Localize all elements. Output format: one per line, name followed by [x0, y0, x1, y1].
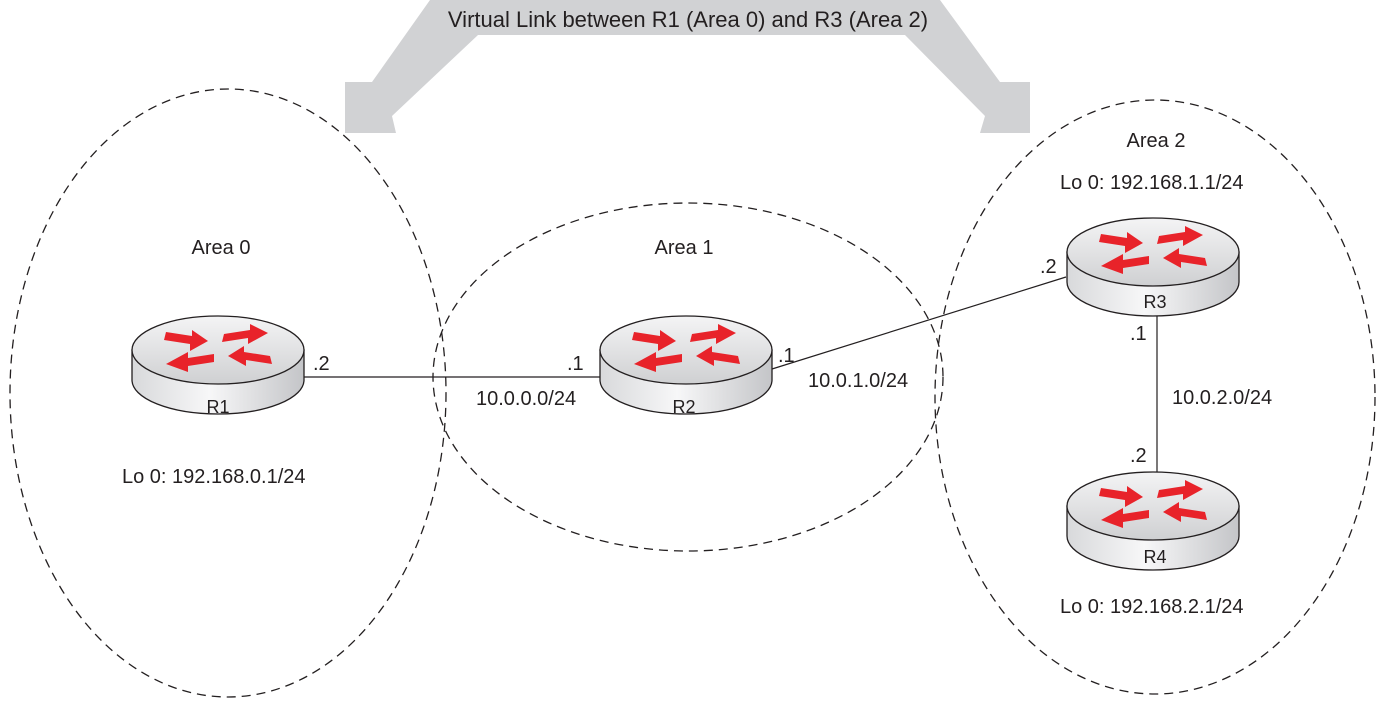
router-r2: R2	[599, 315, 773, 417]
router-r3-name: R3	[1143, 292, 1166, 312]
virtual-link-arrow	[345, 0, 1030, 133]
link-r3-r4-subnet: 10.0.2.0/24	[1172, 387, 1272, 409]
virtual-link-label: Virtual Link between R1 (Area 0) and R3 …	[448, 7, 928, 32]
r3-left-interface-label: .2	[1040, 256, 1057, 278]
link-r2-r3	[771, 276, 1067, 370]
r1-interface-label: .2	[313, 353, 330, 375]
r3-bottom-interface-label: .1	[1130, 323, 1147, 345]
r4-loopback-label: Lo 0: 192.168.2.1/24	[1060, 596, 1244, 618]
router-r1: R1	[131, 315, 305, 417]
area-2-boundary	[934, 99, 1376, 695]
r2-right-interface-label: .1	[778, 345, 795, 367]
router-r2-name: R2	[672, 397, 695, 417]
link-r2-r3-subnet: 10.0.1.0/24	[808, 370, 908, 392]
area-2-label: Area 2	[1127, 130, 1186, 152]
router-r4-name: R4	[1143, 547, 1166, 567]
r2-left-interface-label: .1	[567, 353, 584, 375]
router-r3: R3	[1066, 217, 1240, 317]
r4-interface-label: .2	[1130, 445, 1147, 467]
area-1-label: Area 1	[655, 237, 714, 259]
area-0-boundary	[9, 88, 447, 698]
r3-loopback-label: Lo 0: 192.168.1.1/24	[1060, 172, 1244, 194]
router-r4: R4	[1066, 471, 1240, 571]
area-0-label: Area 0	[192, 237, 251, 259]
r1-loopback-label: Lo 0: 192.168.0.1/24	[122, 466, 306, 488]
router-r1-name: R1	[206, 397, 229, 417]
link-r1-r2-subnet: 10.0.0.0/24	[476, 388, 576, 410]
